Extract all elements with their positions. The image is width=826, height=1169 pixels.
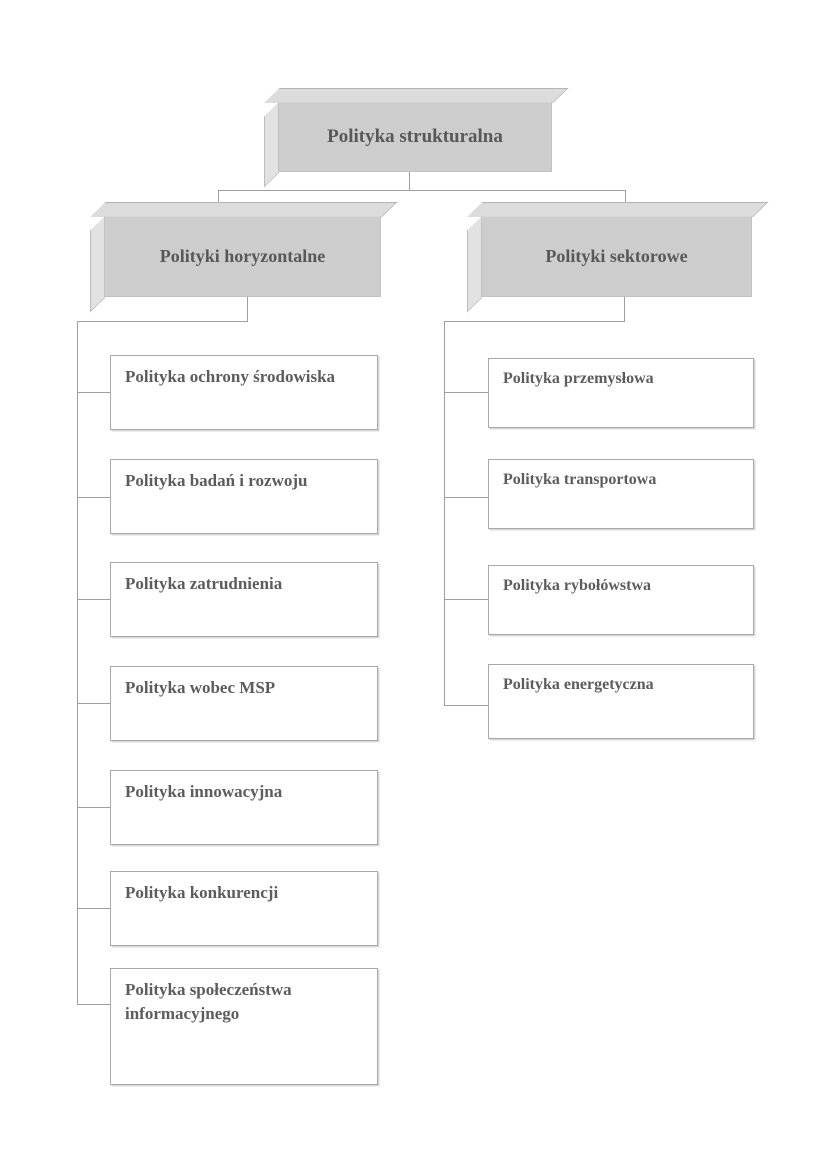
root-box-top-face — [264, 88, 569, 103]
node-polityki-sektorowe[interactable]: Polityki sektorowe — [467, 202, 769, 313]
branch-right-box-front-face: Polityki sektorowe — [481, 216, 752, 297]
branch-left-box-top-face — [90, 202, 398, 217]
leaf-label-left-5: Polityka konkurencji — [125, 883, 279, 902]
node-polityka-strukturalna[interactable]: Polityka strukturalna — [264, 88, 569, 188]
leaf-polityka-energetyczna[interactable]: Polityka energetyczna — [488, 664, 754, 739]
connector-root-to-branch-left — [218, 190, 219, 213]
leaf-polityka-spoleczenstwa-informacyjnego[interactable]: Polityka społeczeństwa informacyjnego — [110, 968, 378, 1085]
leaf-label-right-0: Polityka przemysłowa — [503, 370, 654, 387]
node-polityki-horyzontalne[interactable]: Polityki horyzontalne — [90, 202, 398, 313]
connector-stub-left-1 — [77, 497, 111, 498]
connector-stub-right-1 — [444, 497, 489, 498]
leaf-polityka-transportowa[interactable]: Polityka transportowa — [488, 459, 754, 529]
leaf-polityka-konkurencji[interactable]: Polityka konkurencji — [110, 871, 378, 946]
leaf-label-right-2: Polityka rybołówstwa — [503, 577, 651, 594]
leaf-polityka-rybolowstwa[interactable]: Polityka rybołówstwa — [488, 565, 754, 635]
connector-root-to-branch-right — [625, 190, 626, 213]
connector-trunk-left — [77, 321, 78, 1005]
connector-stub-left-2 — [77, 599, 111, 600]
leaf-polityka-badan-i-rozwoju[interactable]: Polityka badań i rozwoju — [110, 459, 378, 534]
connector-branch-left-drop — [247, 297, 248, 322]
connector-stub-left-4 — [77, 807, 111, 808]
node-label-root: Polityka strukturalna — [327, 126, 503, 148]
connector-branch-right-to-trunk — [444, 321, 625, 322]
leaf-label-right-1: Polityka transportowa — [503, 471, 657, 488]
root-box-front-face: Polityka strukturalna — [278, 102, 552, 172]
leaf-polityka-ochrony-srodowiska[interactable]: Polityka ochrony środowiska — [110, 355, 378, 430]
branch-left-box-side-face — [90, 216, 105, 313]
connector-root-horizontal-bus — [218, 190, 626, 191]
leaf-label-left-0: Polityka ochrony środowiska — [125, 367, 336, 386]
node-label-branch-right: Polityki sektorowe — [545, 246, 688, 267]
branch-right-box-top-face — [467, 202, 769, 217]
node-label-branch-left: Polityki horyzontalne — [159, 246, 326, 267]
connector-root-drop — [409, 172, 410, 191]
leaf-polityka-innowacyjna[interactable]: Polityka innowacyjna — [110, 770, 378, 845]
leaf-label-left-2: Polityka zatrudnienia — [125, 574, 283, 593]
connector-branch-right-drop — [624, 297, 625, 322]
leaf-label-right-3: Polityka energetyczna — [503, 676, 654, 693]
leaf-label-left-1: Polityka badań i rozwoju — [125, 471, 308, 490]
leaf-label-left-3: Polityka wobec MSP — [125, 678, 276, 697]
connector-stub-left-5 — [77, 908, 111, 909]
leaf-polityka-zatrudnienia[interactable]: Polityka zatrudnienia — [110, 562, 378, 637]
leaf-polityka-wobec-msp[interactable]: Polityka wobec MSP — [110, 666, 378, 741]
connector-branch-left-to-trunk — [77, 321, 248, 322]
root-box-side-face — [264, 102, 279, 188]
branch-right-box-side-face — [467, 216, 482, 313]
connector-stub-left-6 — [77, 1004, 111, 1005]
connector-trunk-right — [444, 321, 445, 706]
leaf-label-left-6: Polityka społeczeństwa informacyjnego — [125, 980, 292, 1024]
connector-stub-right-3 — [444, 705, 489, 706]
connector-stub-left-3 — [77, 703, 111, 704]
leaf-polityka-przemyslowa[interactable]: Polityka przemysłowa — [488, 358, 754, 428]
connector-stub-right-2 — [444, 599, 489, 600]
leaf-label-left-4: Polityka innowacyjna — [125, 782, 283, 801]
connector-stub-right-0 — [444, 392, 489, 393]
branch-left-box-front-face: Polityki horyzontalne — [104, 216, 381, 297]
connector-stub-left-0 — [77, 392, 111, 393]
